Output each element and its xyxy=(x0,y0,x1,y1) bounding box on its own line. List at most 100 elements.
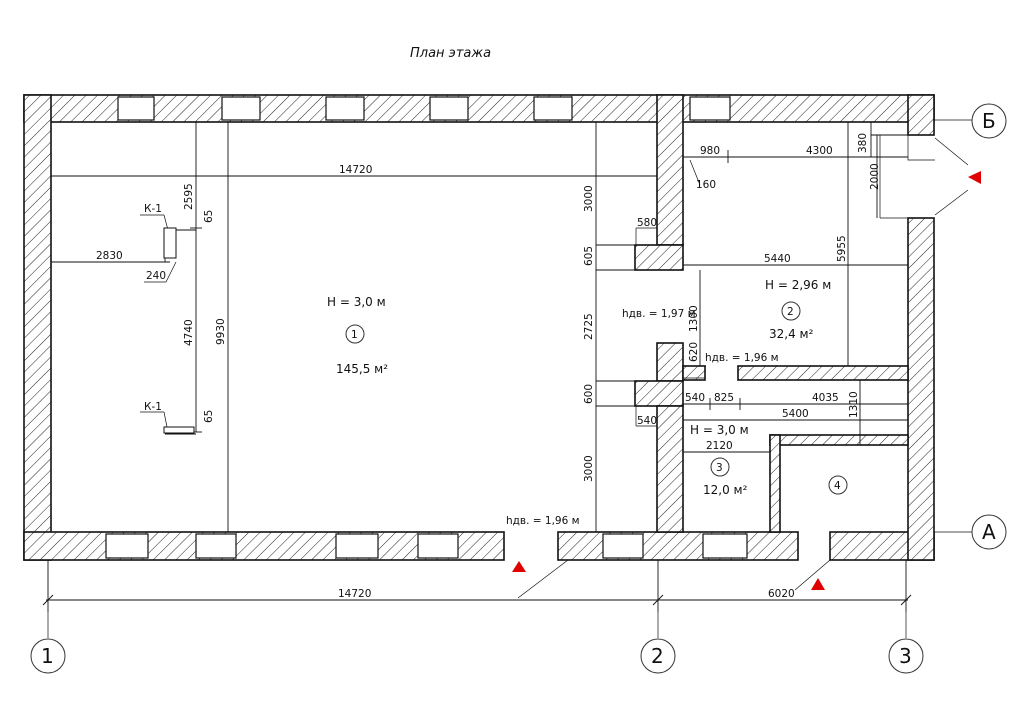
radiators: К-1 К-1 xyxy=(144,203,195,434)
dim-620: 620 xyxy=(688,342,700,362)
dim-1310: 1310 xyxy=(848,391,860,418)
axis-bubble xyxy=(971,103,1007,139)
room-area: 145,5 м² xyxy=(336,362,388,376)
dim-160: 160 xyxy=(696,179,716,191)
axis-label-2: 2 xyxy=(651,644,664,668)
door-height-label: hдв. = 1,97 м xyxy=(622,308,696,320)
axis-bubble xyxy=(30,638,66,674)
dim-5955: 5955 xyxy=(836,235,848,262)
dim-540a: 540 xyxy=(637,415,657,427)
dim-2000: 2000 xyxy=(869,163,881,190)
entrance-arrow-icon xyxy=(968,171,981,184)
wall-partition-jamb1 xyxy=(634,244,684,271)
dim-980: 980 xyxy=(700,145,720,157)
dim-room1-height: 9930 xyxy=(215,318,227,345)
dim-overall-14720: 14720 xyxy=(338,588,371,600)
grid-axes: 1 2 3 Б А xyxy=(30,103,1007,674)
room-number-circle xyxy=(828,475,848,495)
room-number-circle xyxy=(345,324,365,344)
entrance-arrow-icon xyxy=(811,578,825,590)
dim-540b: 540 xyxy=(685,392,705,404)
radiator xyxy=(163,227,177,259)
axis-bubble xyxy=(971,514,1007,550)
axis-label-1: 1 xyxy=(41,644,54,668)
window xyxy=(702,533,748,559)
dimension-lines xyxy=(42,119,972,638)
window xyxy=(221,96,261,121)
dim-2830: 2830 xyxy=(96,250,123,262)
room-height: H = 3,0 м xyxy=(327,295,386,309)
dim-4035: 4035 xyxy=(812,392,839,404)
window xyxy=(429,96,469,121)
window xyxy=(689,96,731,121)
window xyxy=(335,533,379,559)
dim-2725: 2725 xyxy=(583,313,595,340)
dim-380: 380 xyxy=(857,133,869,153)
dim-room1-width: 14720 xyxy=(339,164,372,176)
wall-partition-upper xyxy=(656,94,684,246)
room-area: 12,0 м² xyxy=(703,483,748,497)
room-height: H = 2,96 м xyxy=(765,278,831,292)
radiator-label: К-1 xyxy=(144,203,162,215)
dim-4740: 4740 xyxy=(183,319,195,346)
dim-overall-6020: 6020 xyxy=(768,588,795,600)
wall-left xyxy=(23,94,52,561)
window xyxy=(325,96,365,121)
dim-600: 600 xyxy=(583,384,595,404)
wall-top xyxy=(23,94,935,123)
dim-825: 825 xyxy=(714,392,734,404)
room-3: H = 3,0 м 3 12,0 м² xyxy=(690,423,749,497)
windows xyxy=(105,96,748,559)
room-4: 4 xyxy=(828,475,848,495)
wall-room4-top xyxy=(769,434,909,446)
dim-580: 580 xyxy=(637,217,657,229)
dim-5400: 5400 xyxy=(782,408,809,420)
wall-room2-bottom xyxy=(737,365,909,381)
dim-1300: 1300 xyxy=(688,305,700,332)
room-2: H = 2,96 м 2 32,4 м² xyxy=(765,278,831,341)
wall-partition-jamb2 xyxy=(634,380,684,407)
entrance-markers xyxy=(512,171,981,590)
room-area: 32,4 м² xyxy=(769,327,814,341)
dim-605: 605 xyxy=(583,246,595,266)
room-number: 2 xyxy=(787,306,794,318)
dim-2595: 2595 xyxy=(183,183,195,210)
radiator-label: К-1 xyxy=(144,401,162,413)
radiator xyxy=(163,426,195,434)
door-height-label: hдв. = 1,96 м xyxy=(506,515,580,527)
window xyxy=(417,533,459,559)
axis-label-3: 3 xyxy=(899,644,912,668)
wall-room4-left xyxy=(769,434,781,533)
dim-2120: 2120 xyxy=(706,440,733,452)
room-1: H = 3,0 м 1 145,5 м² xyxy=(327,295,388,376)
window xyxy=(105,533,149,559)
dim-240: 240 xyxy=(146,270,166,282)
wall-bottom-mid xyxy=(557,531,799,561)
axis-label-a: А xyxy=(982,520,996,544)
axis-bubble xyxy=(888,638,924,674)
window xyxy=(195,533,237,559)
wall-right-lower xyxy=(907,217,935,561)
room-number-circle xyxy=(781,301,801,321)
dim-65b: 65 xyxy=(203,410,215,423)
dim-5440: 5440 xyxy=(764,253,791,265)
wall-partition-lower xyxy=(656,405,684,533)
axis-bubble xyxy=(640,638,676,674)
room-number: 1 xyxy=(351,329,358,341)
room-height: H = 3,0 м xyxy=(690,423,749,437)
room-number: 3 xyxy=(716,462,723,474)
window xyxy=(117,96,155,121)
window xyxy=(533,96,573,121)
wall-partition-mid xyxy=(656,342,684,382)
wall-right-upper xyxy=(907,94,935,136)
door-height-label: hдв. = 1,96 м xyxy=(705,352,779,364)
room-number-circle xyxy=(710,457,730,477)
dim-4300: 4300 xyxy=(806,145,833,157)
door-leaves xyxy=(517,134,969,599)
dim-3000a: 3000 xyxy=(583,185,595,212)
axis-label-b: Б xyxy=(982,109,996,133)
window xyxy=(602,533,644,559)
dimension-labels: 14720 2830 240 2595 65 4740 65 9930 3000… xyxy=(96,133,881,600)
room-number: 4 xyxy=(834,480,841,492)
